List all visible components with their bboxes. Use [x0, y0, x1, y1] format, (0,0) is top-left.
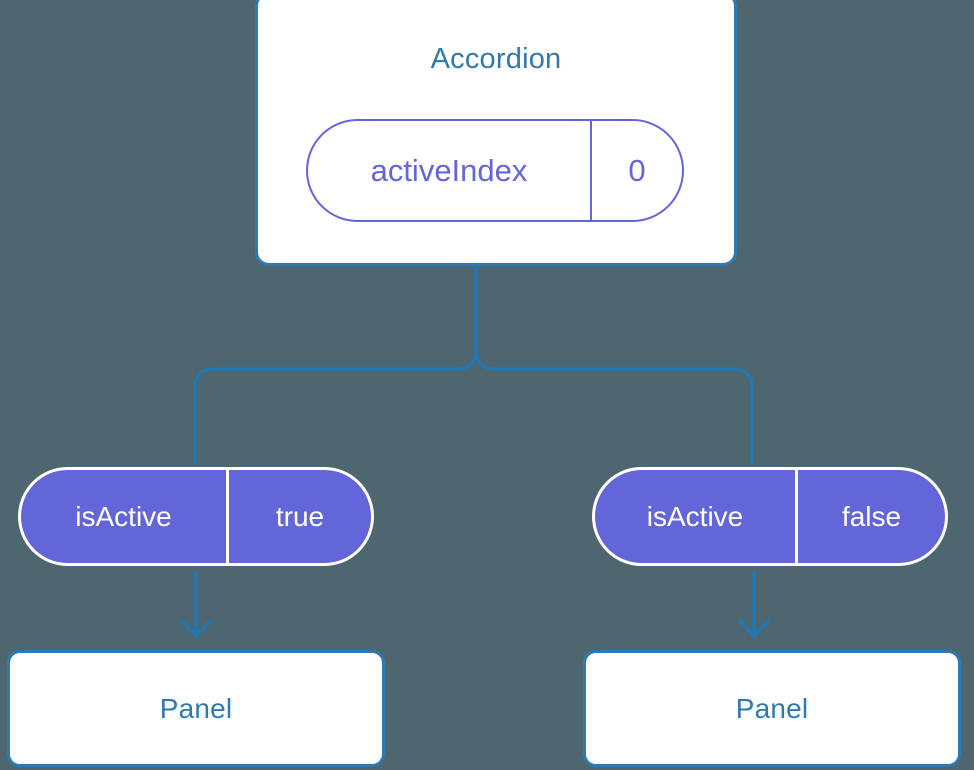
- prop-pill-isactive-true[interactable]: isActive true: [18, 467, 374, 566]
- state-pill-key: activeIndex: [308, 121, 592, 220]
- component-title-panel-left: Panel: [159, 692, 233, 724]
- state-pill-value: 0: [628, 152, 646, 188]
- connector-root-to-right: [474, 264, 754, 464]
- connector-root-to-left: [193, 264, 478, 464]
- component-card-panel-right[interactable]: Panel: [583, 650, 961, 767]
- component-title-accordion: Accordion: [430, 43, 562, 75]
- arrow-left-head-icon: [180, 619, 212, 638]
- prop-pill-key: isActive: [21, 470, 229, 563]
- state-pill-activeindex[interactable]: activeIndex 0: [306, 119, 684, 222]
- prop-pill-isactive-false[interactable]: isActive false: [592, 467, 948, 566]
- prop-pill-value: true: [275, 500, 325, 532]
- prop-pill-key: isActive: [595, 470, 798, 563]
- prop-pill-value: false: [841, 500, 902, 532]
- component-card-panel-left[interactable]: Panel: [7, 650, 385, 767]
- arrow-right-head-icon: [738, 619, 770, 638]
- component-title-panel-right: Panel: [735, 692, 809, 724]
